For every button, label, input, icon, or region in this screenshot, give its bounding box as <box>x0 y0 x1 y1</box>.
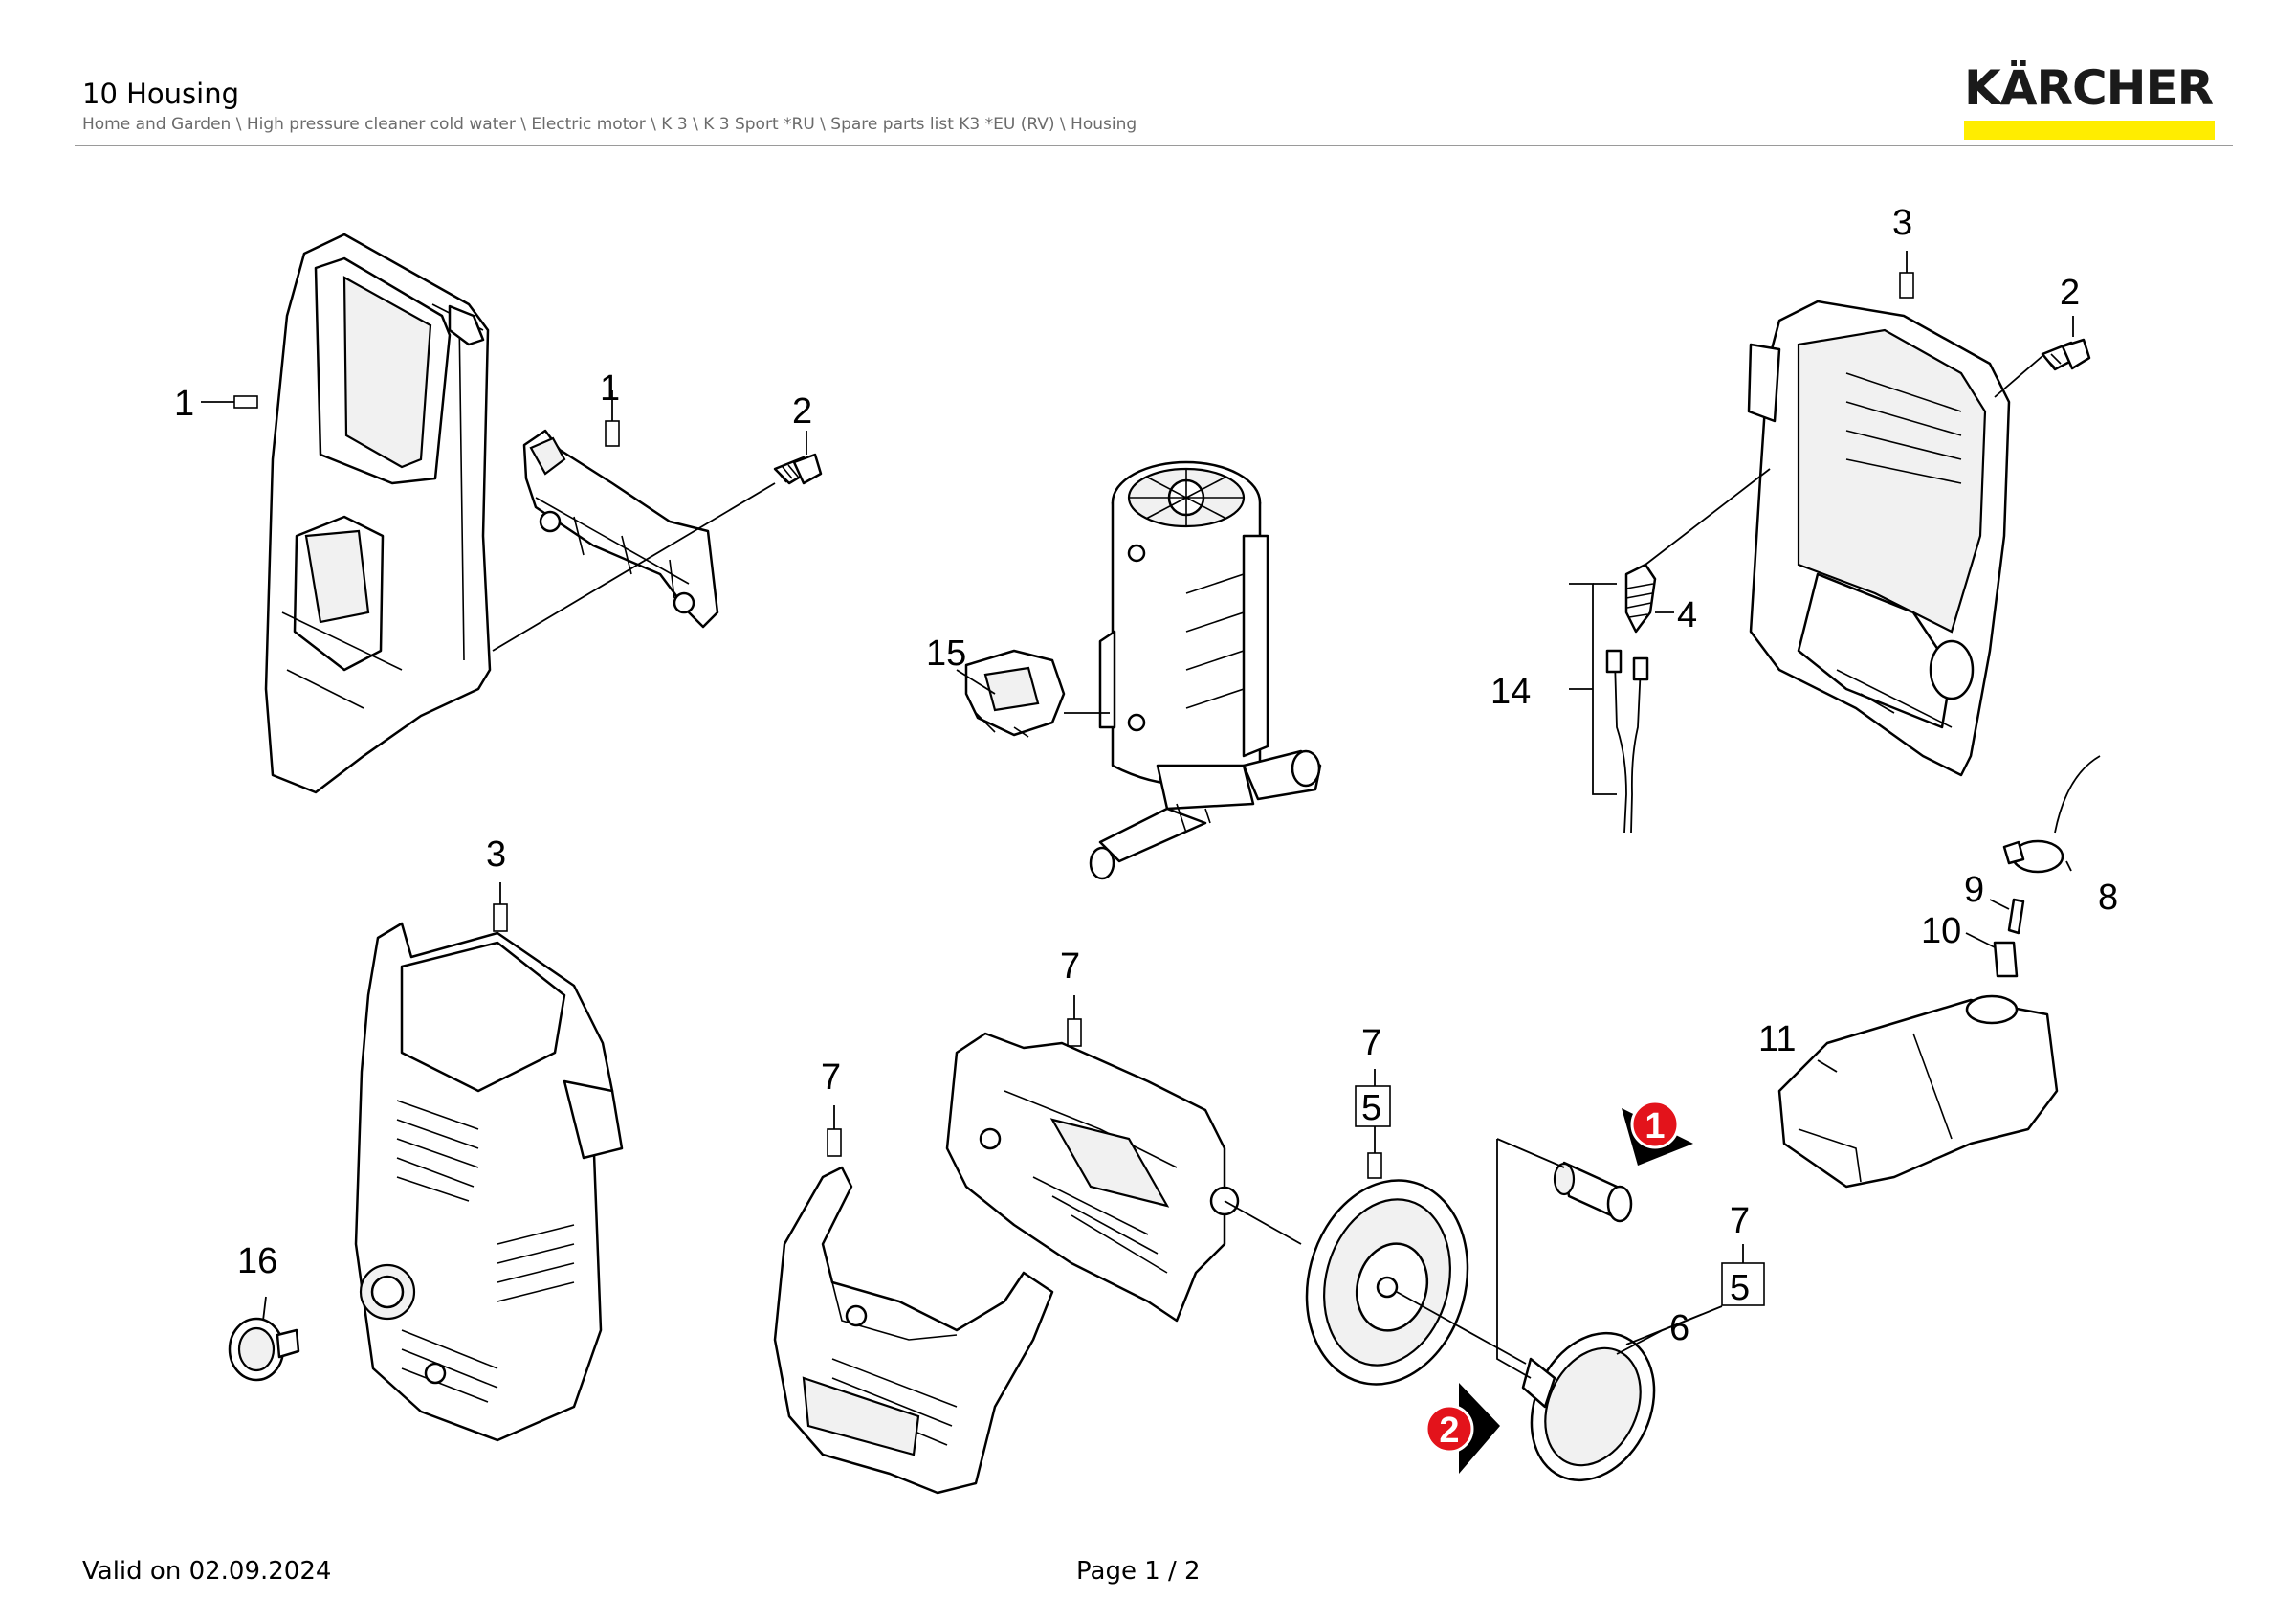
part-motor <box>1089 460 1322 880</box>
callout-15: 15 <box>926 634 966 674</box>
callout-labels: 1 1 2 3 2 4 14 15 3 16 7 7 7 5 7 5 6 8 9… <box>174 203 2118 1348</box>
part-power-cable <box>1605 649 1649 834</box>
callout-11: 11 <box>1758 1019 1796 1059</box>
callout-10: 10 <box>1921 911 1961 951</box>
callout-3-rear: 3 <box>1892 203 1912 243</box>
part-filter-tube <box>2007 898 2025 935</box>
part-base-frame <box>945 1032 1240 1323</box>
part-handle-bracket <box>522 429 719 629</box>
callout-5-cap: 5 <box>1730 1268 1750 1308</box>
part-axle <box>1553 1161 1633 1223</box>
marker-2-label: 2 <box>1439 1411 1459 1451</box>
part-switch <box>964 649 1066 738</box>
part-front-cover <box>264 233 492 794</box>
part-knob <box>228 1317 300 1382</box>
part-rear-housing <box>1747 300 2011 777</box>
part-detergent-tank <box>1777 994 2059 1189</box>
callout-5-wheel: 5 <box>1361 1088 1381 1128</box>
brand-logo-bar <box>1964 121 2215 140</box>
callout-3-front: 3 <box>486 834 506 875</box>
part-tank-cap <box>2002 839 2064 874</box>
part-screw-left <box>773 453 823 485</box>
marker-1-label: 1 <box>1645 1106 1665 1146</box>
page-title: 10 Housing <box>82 78 240 110</box>
breadcrumb: Home and Garden \ High pressure cleaner … <box>82 115 1137 134</box>
callout-1-cover: 1 <box>174 384 194 424</box>
validity-date: Valid on 02.09.2024 <box>82 1557 332 1586</box>
callout-16: 16 <box>237 1241 277 1281</box>
callout-7-wheel: 7 <box>1361 1023 1381 1063</box>
callout-7-cap: 7 <box>1730 1201 1750 1241</box>
brand-logo-text: KÄRCHER <box>1964 60 2214 116</box>
part-cable-gland <box>1624 563 1657 634</box>
brand-logo: KÄRCHER <box>1964 61 2218 140</box>
callout-8: 8 <box>2098 878 2118 918</box>
callout-9: 9 <box>1964 870 1984 910</box>
part-detergent-hose <box>2054 755 2101 834</box>
header-divider <box>75 145 2233 146</box>
callout-14: 14 <box>1490 672 1531 712</box>
page-number: Page 1 / 2 <box>1076 1557 1201 1586</box>
part-filter <box>1993 941 2019 978</box>
callout-7-frame: 7 <box>1060 946 1080 987</box>
callout-6: 6 <box>1669 1308 1689 1348</box>
part-front-housing <box>354 922 624 1442</box>
callout-7-cover: 7 <box>821 1057 841 1098</box>
callout-1-bracket: 1 <box>600 368 620 409</box>
part-wheel-cap <box>1521 1331 1656 1482</box>
part-screw-right <box>2041 338 2091 371</box>
callout-2-right: 2 <box>2060 273 2080 313</box>
marker-1: 1 <box>1622 1100 1693 1166</box>
part-wheel <box>1305 1179 1469 1386</box>
leader-lines <box>201 251 2074 1379</box>
callout-4: 4 <box>1677 595 1697 635</box>
part-lower-cover <box>773 1166 1054 1495</box>
marker-2: 2 <box>1424 1383 1500 1474</box>
callout-2-left: 2 <box>792 391 812 432</box>
